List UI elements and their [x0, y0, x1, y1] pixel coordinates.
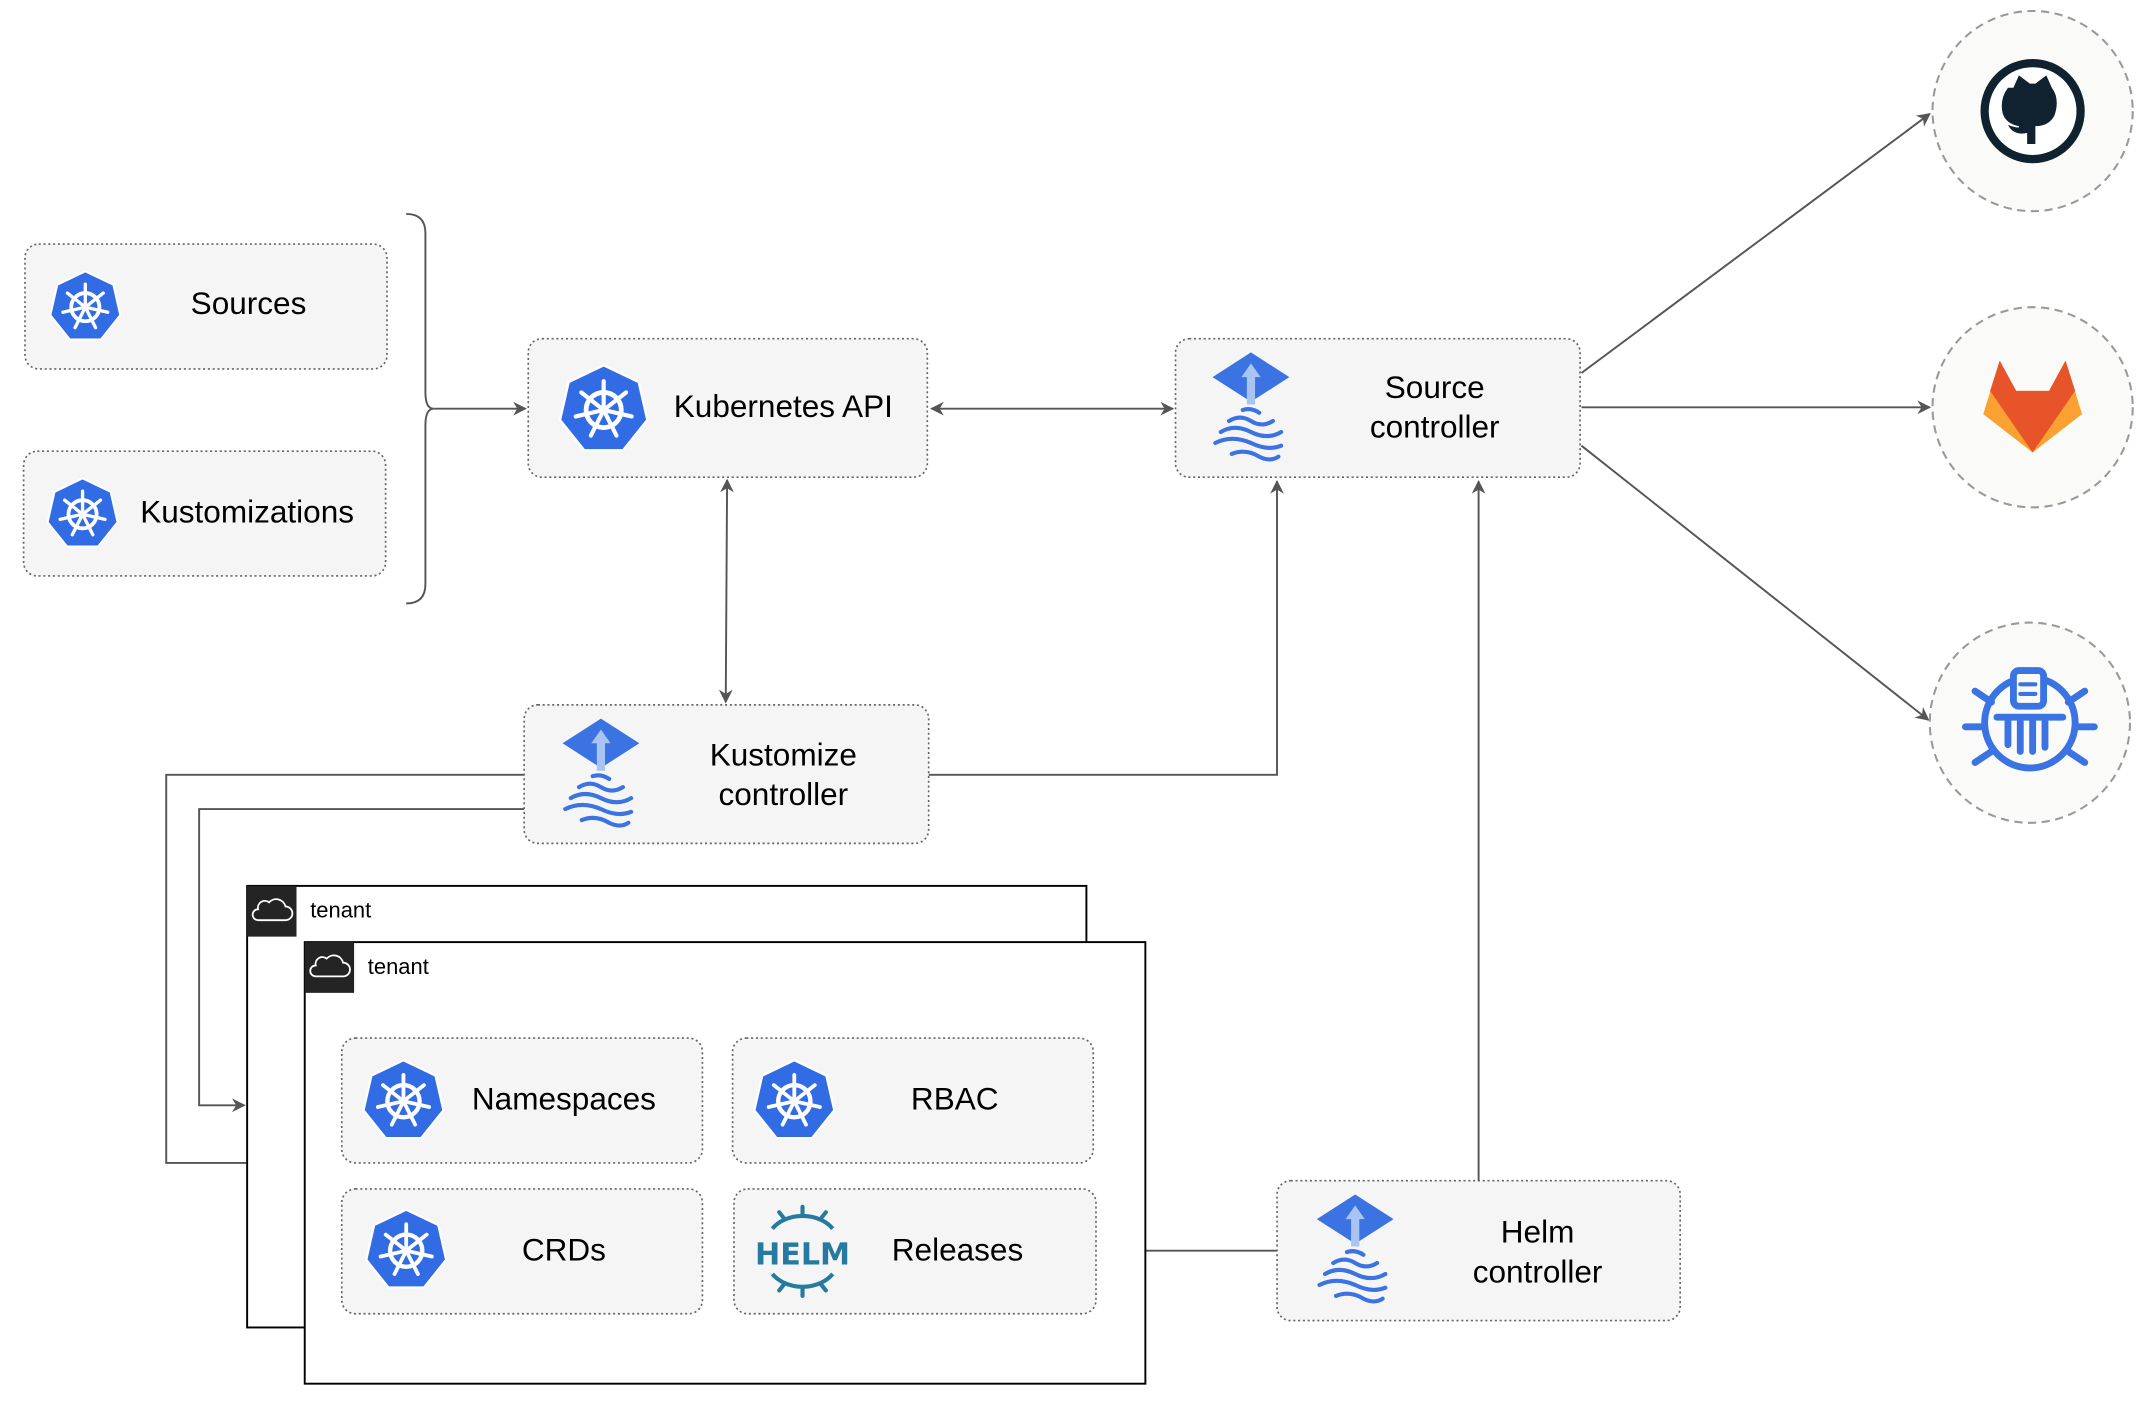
node-helm-controller[interactable]: Helm controller — [1276, 1179, 1682, 1322]
edge-kustomize-to-source — [928, 479, 1284, 776]
edges — [165, 113, 1932, 1258]
node-label: CRDs — [522, 1231, 606, 1267]
node-namespaces[interactable]: Namespaces — [340, 1037, 704, 1164]
node-kustomize-controller[interactable]: Kustomize controller — [523, 704, 930, 845]
github-icon — [1980, 58, 2085, 164]
edge-kustomize-to-tenant-back — [198, 808, 525, 1113]
github-source[interactable] — [1931, 9, 2134, 213]
node-label: Namespaces — [472, 1081, 656, 1117]
cloud-icon — [251, 898, 294, 922]
node-label: Kustomize — [710, 736, 857, 772]
node-label: controller — [1370, 409, 1500, 445]
node-label: Sources — [191, 285, 307, 321]
node-label: Helm — [1501, 1214, 1575, 1250]
edge-kustomize-to-tenant-front — [165, 773, 525, 1170]
node-kubernetes-api[interactable]: Kubernetes API — [527, 337, 929, 479]
input-brace — [406, 212, 434, 605]
node-label: Kubernetes API — [674, 388, 893, 424]
node-label: Kustomizations — [140, 494, 354, 530]
node-label: controller — [718, 776, 848, 812]
node-sources[interactable]: Sources — [24, 243, 388, 370]
tenant-label: tenant — [310, 898, 371, 923]
harbor-icon — [1962, 667, 2098, 772]
cloud-icon — [309, 954, 351, 978]
node-releases[interactable]: HELM Releases — [733, 1188, 1097, 1315]
edge-source-to-github — [1580, 113, 1931, 374]
node-source-controller[interactable]: Source controller — [1174, 337, 1581, 479]
node-label: Source — [1385, 369, 1485, 405]
oci-registry-source[interactable] — [1928, 621, 2132, 824]
node-label: Releases — [892, 1231, 1023, 1267]
gitlab-source[interactable] — [1931, 306, 2134, 509]
tenant-label: tenant — [368, 954, 429, 979]
node-label: RBAC — [911, 1081, 999, 1117]
node-kustomizations[interactable]: Kustomizations — [22, 450, 387, 577]
edge-source-to-oci — [1580, 444, 1930, 721]
gitlab-icon — [1983, 360, 2082, 453]
helm-icon: HELM — [755, 1204, 850, 1298]
svg-text:HELM: HELM — [755, 1237, 850, 1272]
node-label: controller — [1473, 1253, 1603, 1289]
node-crds[interactable]: CRDs — [340, 1188, 704, 1315]
node-rbac[interactable]: RBAC — [731, 1037, 1095, 1164]
edge-api-kustomize — [718, 478, 734, 704]
